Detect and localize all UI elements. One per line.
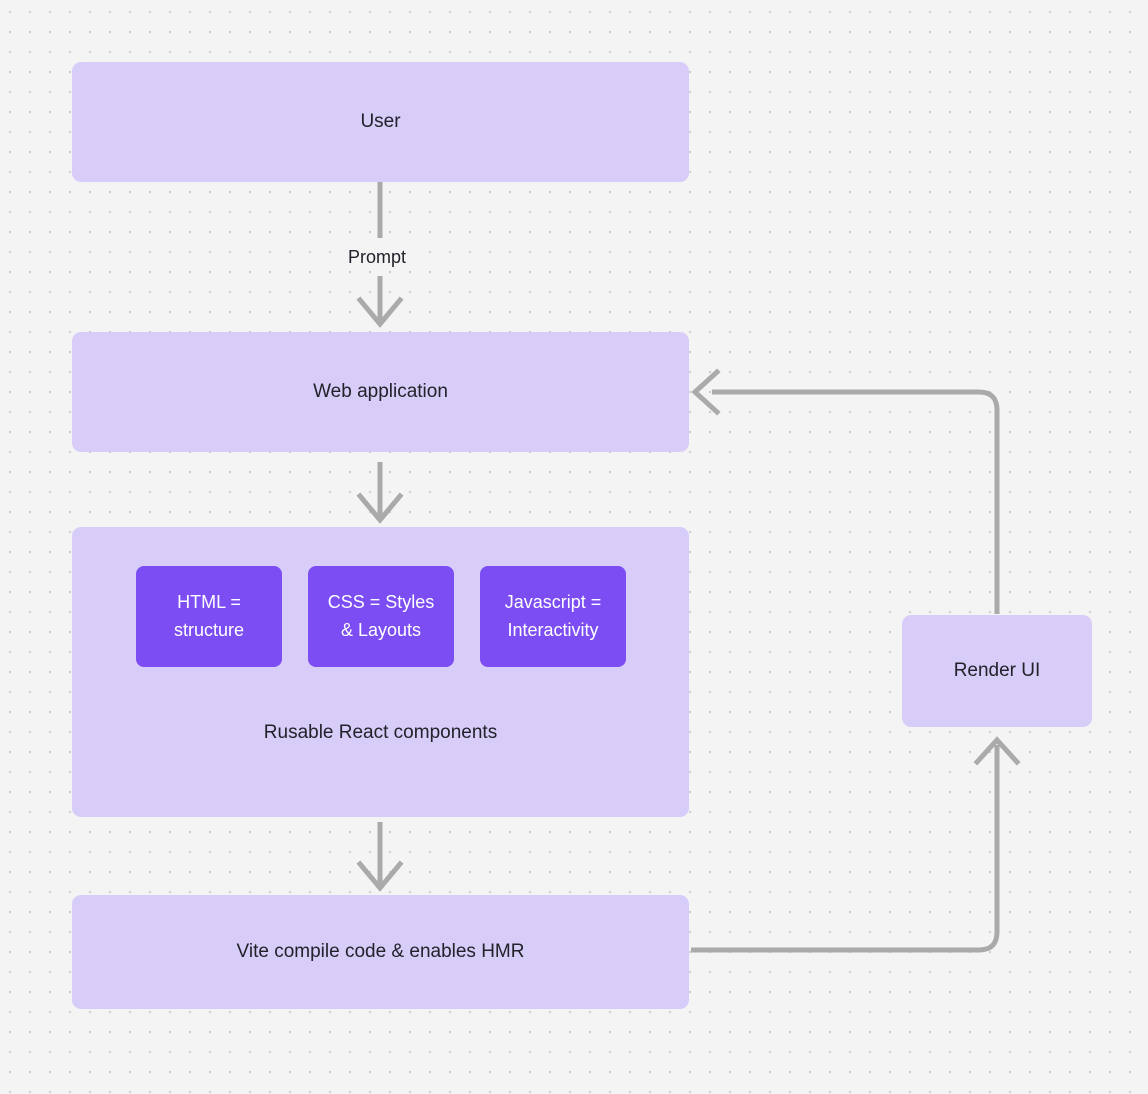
node-vite-label: Vite compile code & enables HMR [236,941,525,963]
arrowhead-left-webapp [691,368,721,416]
edge-vite-to-render [691,745,1000,953]
edge-render-to-webapp [712,389,1000,614]
node-html[interactable]: HTML = structure [136,566,282,667]
accent-box-row: HTML = structure CSS = Styles & Layouts … [136,566,626,667]
node-reusable-components-text: Rusable React components [263,722,498,743]
arrowhead-down-vite [356,860,404,892]
arrowhead-up-render [973,736,1021,766]
node-user-label: User [360,111,401,133]
arrowhead-down-webapp [356,296,404,328]
node-user[interactable]: User [72,62,689,182]
node-reusable-components-label: Rusable React components [72,720,689,746]
node-javascript-label-line1: Javascript = [504,591,602,612]
edge-label-prompt-text: Prompt [348,247,407,267]
node-html-label-line1: HTML = [177,591,241,612]
node-reusable-components-group[interactable]: HTML = structure CSS = Styles & Layouts … [72,527,689,817]
node-web-application-label: Web application [313,381,448,403]
node-css-label-line2: & Layouts [340,619,422,640]
node-vite[interactable]: Vite compile code & enables HMR [72,895,689,1009]
node-css[interactable]: CSS = Styles & Layouts [308,566,454,667]
node-css-label-line1: CSS = Styles [327,591,435,612]
node-render-ui-label: Render UI [953,660,1041,682]
node-javascript[interactable]: Javascript = Interactivity [480,566,626,667]
node-javascript-label-line2: Interactivity [507,619,599,640]
node-render-ui[interactable]: Render UI [902,615,1092,727]
edge-label-prompt: Prompt [341,245,414,270]
node-web-application[interactable]: Web application [72,332,689,452]
node-html-label-line2: structure [173,619,245,640]
arrowhead-down-components [356,492,404,524]
